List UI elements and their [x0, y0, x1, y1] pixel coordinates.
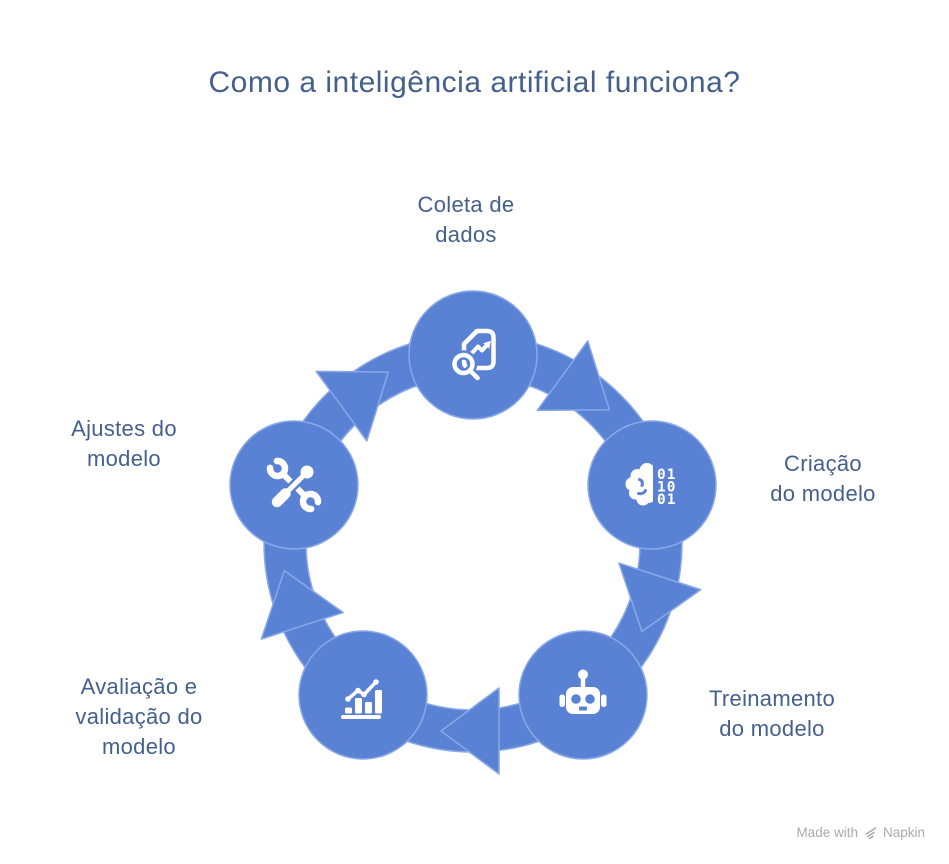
robot-icon: [559, 669, 607, 714]
diagram-title: Como a inteligência artificial funciona?: [208, 66, 741, 99]
label-avaliacao-validacao-modelo: Avaliação e validação do modelo: [75, 674, 203, 759]
binary-row: 01: [657, 492, 676, 508]
wrench-screwdriver-icon: [266, 457, 322, 513]
watermark: Made with Napkin: [796, 822, 925, 842]
label-treinamento-do-modelo: Treinamento do modelo: [709, 686, 835, 741]
document-search-icon: [449, 328, 496, 383]
binary-row: 01: [657, 467, 676, 483]
label-criacao-do-modelo: Criação do modelo: [770, 451, 876, 506]
bar-chart-trend-icon: [341, 679, 382, 719]
napkin-logo-icon: [865, 826, 877, 839]
binary-row: 10: [657, 480, 676, 496]
label-coleta-de-dados: Coleta de dados: [417, 192, 515, 247]
label-ajustes-do-modelo: Ajustes do modelo: [71, 416, 177, 471]
brain-binary-icon: 01 10 01: [625, 463, 676, 508]
watermark-brand: Napkin: [882, 824, 925, 840]
watermark-prefix: Made with: [796, 824, 858, 840]
